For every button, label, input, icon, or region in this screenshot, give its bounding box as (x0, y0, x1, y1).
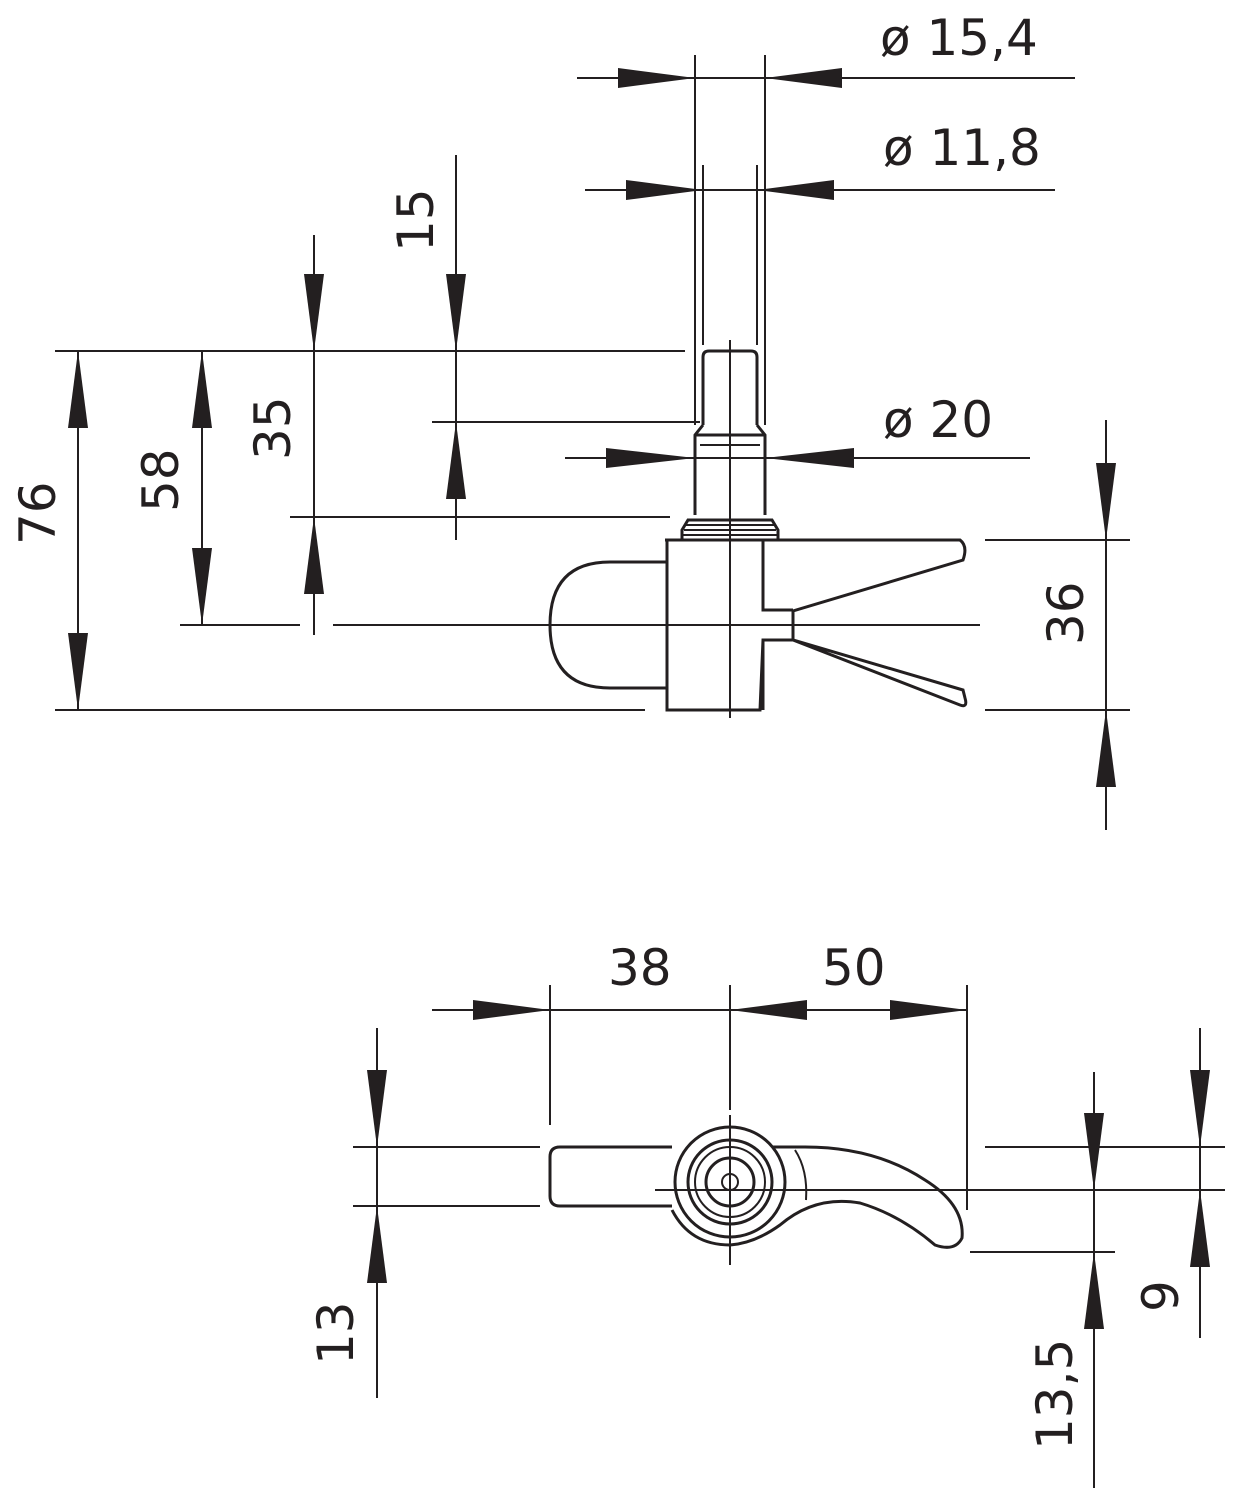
lever-arm-left (548, 1145, 672, 1208)
plan-view (548, 1115, 1225, 1265)
lever-body (665, 538, 968, 712)
dim-dia-inner: ø 11,8 (883, 119, 1041, 177)
dim-dia-outer: ø 15,4 (880, 9, 1038, 67)
plan-view-dimensions (353, 985, 1225, 1488)
dim-height-58: 58 (132, 448, 190, 512)
dim-height-35: 35 (244, 396, 302, 460)
side-view (333, 340, 980, 718)
dim-height-76: 76 (9, 481, 67, 545)
dim-thickness-13: 13 (307, 1301, 365, 1365)
dim-height-pin: 15 (387, 188, 445, 252)
dim-dia-collar: ø 20 (883, 391, 993, 449)
side-view-dimensions (55, 55, 1130, 830)
dim-length-left: 38 (608, 939, 672, 997)
dim-height-36: 36 (1037, 581, 1095, 645)
dim-thickness-9: 9 (1132, 1280, 1190, 1312)
dim-length-right: 50 (822, 939, 886, 997)
lever-arm-right (670, 1145, 964, 1249)
dim-thickness-13-5: 13,5 (1026, 1339, 1084, 1450)
